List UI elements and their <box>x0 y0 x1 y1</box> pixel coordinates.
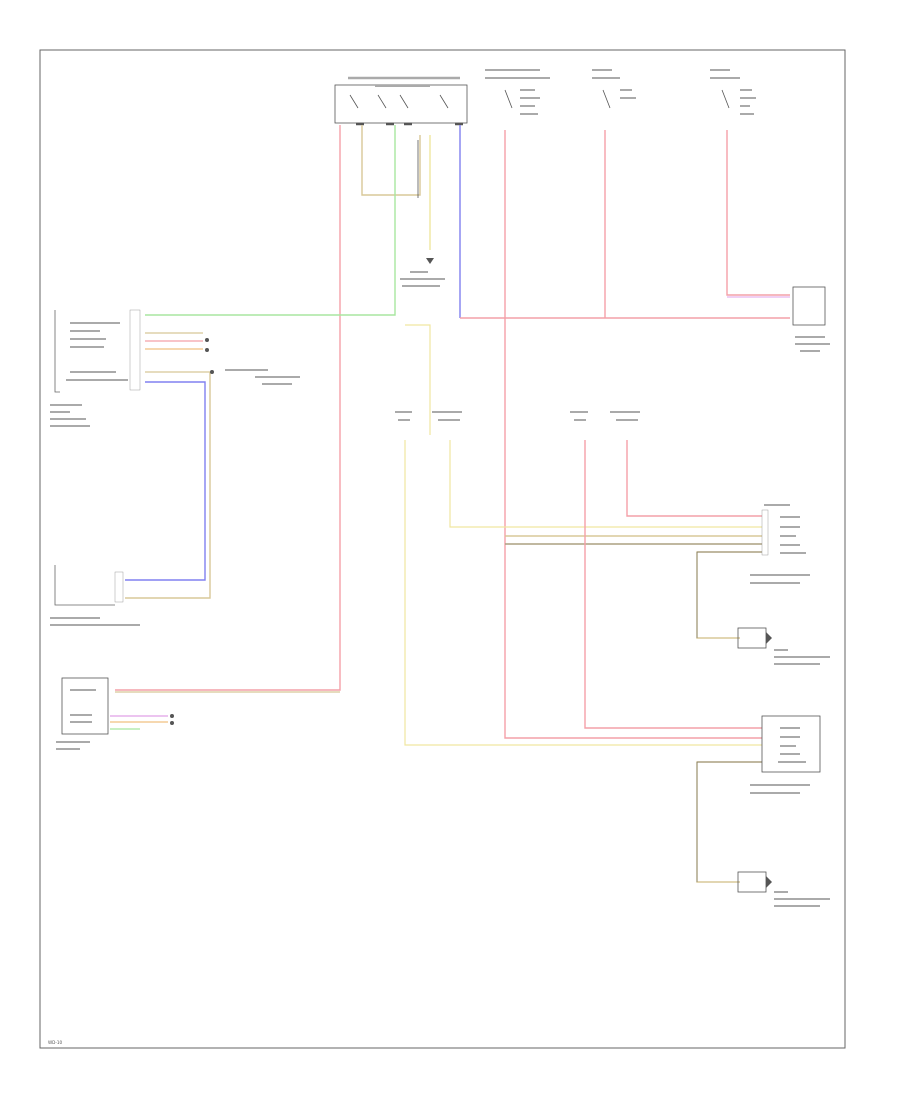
wire-red-fuse1 <box>504 130 762 739</box>
right-control-unit-lower <box>750 715 821 794</box>
steering-column-switch <box>334 76 468 126</box>
splice-point <box>170 714 174 718</box>
wire-blue-abs-to-sensor <box>125 381 206 581</box>
wire-tan-abs-to-sensor <box>125 372 211 599</box>
fuse-block-3 <box>710 69 756 115</box>
wire-yellow-cross <box>405 324 431 435</box>
splice-point <box>205 348 209 352</box>
ground-connector-upper <box>737 627 830 665</box>
fuse-block-2 <box>592 69 636 109</box>
abs-control-unit <box>50 309 141 427</box>
ground-connector-lower <box>737 871 830 907</box>
wire-tan-loop <box>361 125 421 196</box>
wire-green-switch-to-abs <box>145 125 396 316</box>
footer-code: WD-10 <box>48 1040 63 1045</box>
mid-junction-labels <box>225 271 640 421</box>
right-control-unit-upper <box>750 504 810 584</box>
central-electronics-unit <box>56 677 109 750</box>
wire-ground-upper <box>696 551 762 639</box>
wire-ground-lower <box>696 761 762 883</box>
ground-symbol-switch <box>426 258 434 264</box>
engine-sensor <box>50 565 140 626</box>
instrument-cluster <box>792 286 830 352</box>
wire-red-fusebox-r2 <box>626 440 762 517</box>
fuse-block-1 <box>485 69 550 115</box>
wire-tan-junction <box>449 440 762 528</box>
splice-point <box>205 338 209 342</box>
wire-yellow-fusebox-left <box>404 440 762 746</box>
wire-red-fusebox-right <box>584 440 762 729</box>
wire-red-fuse3 <box>726 130 790 296</box>
splice-point <box>170 721 174 725</box>
page-frame <box>39 49 846 1049</box>
wire-red-switch-to-central <box>115 125 341 691</box>
splice-point <box>210 370 214 374</box>
